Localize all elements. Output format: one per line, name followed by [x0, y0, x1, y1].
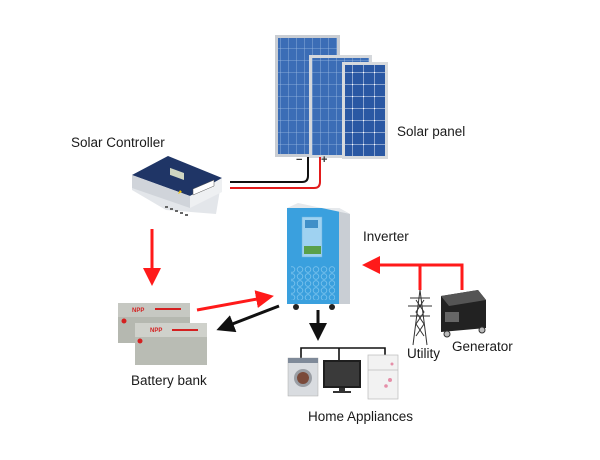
battery-brand-2: NPP [150, 328, 162, 334]
arrow-inverter-to-battery [216, 304, 280, 333]
positive-terminal-label: + [321, 154, 327, 166]
positive-cable [230, 157, 321, 189]
negative-terminal-label: − [296, 154, 302, 166]
refrigerator-icon [367, 354, 399, 400]
solar-controller-device [132, 156, 222, 216]
solar-panel-group: − + [275, 35, 388, 166]
generator-device [441, 290, 486, 338]
utility-tower-icon [408, 289, 432, 346]
washing-machine-icon [287, 357, 319, 397]
solar-controller-label: Solar Controller [71, 135, 165, 150]
arrow-battery-to-inverter [196, 290, 274, 312]
battery-bank-device: NPP NPP [118, 303, 207, 365]
generator-label: Generator [452, 339, 513, 354]
television-icon [323, 360, 361, 393]
battery-2: NPP [135, 323, 207, 365]
home-appliances-label: Home Appliances [308, 409, 414, 424]
inverter-label: Inverter [363, 229, 409, 244]
negative-cable [230, 157, 309, 183]
grid-generator-bus [418, 263, 464, 290]
inverter-device [287, 203, 350, 310]
battery-brand-1: NPP [132, 308, 144, 314]
solar-panel-front [342, 62, 388, 159]
utility-label: Utility [407, 346, 440, 361]
battery-bank-label: Battery bank [131, 373, 207, 388]
appliance-bus [300, 347, 386, 362]
solar-panel-label: Solar panel [397, 124, 466, 139]
